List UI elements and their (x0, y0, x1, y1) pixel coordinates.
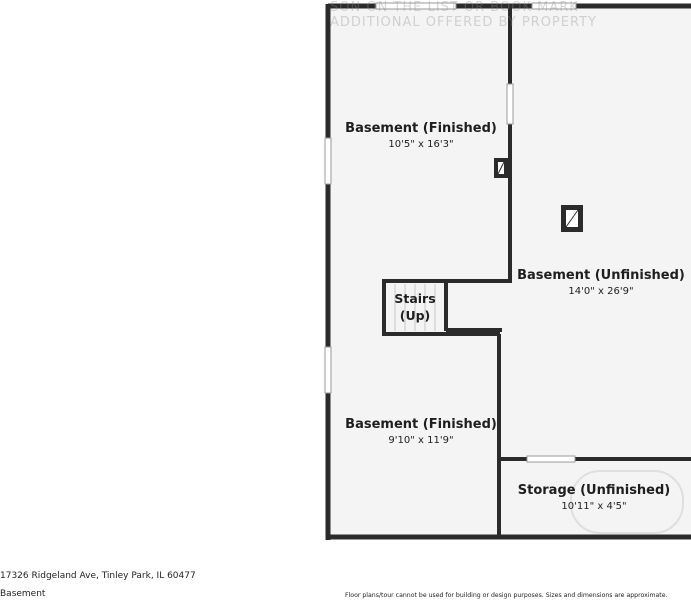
room-name: Basement (Unfinished) (517, 268, 685, 283)
room-name: Basement (Finished) (345, 121, 497, 136)
room-dimensions: 10'5" x 16'3" (388, 139, 454, 151)
room-basement-finished-lower: Basement (Finished) 9'10" x 11'9" (334, 417, 508, 448)
windows (324, 2, 577, 394)
room-basement-unfinished: Basement (Unfinished) 14'0" x 26'9" (514, 268, 688, 299)
room-basement-finished-upper: Basement (Finished) 10'5" x 16'3" (338, 121, 504, 152)
room-name: Storage (Unfinished) (517, 483, 671, 498)
support-columns (494, 158, 583, 232)
room-stairs: Stairs (Up) (386, 291, 444, 325)
room-storage-unfinished: Storage (Unfinished) 10'11" x 4'5" (506, 483, 682, 514)
watermark-line-1: SON ON THE LIST OR BOOK MARK (330, 0, 579, 15)
room-dimensions: 10'11" x 4'5" (561, 501, 627, 513)
stairs-name: Stairs (394, 291, 436, 306)
stair-treads (394, 284, 436, 331)
interior-walls (382, 6, 691, 537)
room-name: Basement (Finished) (345, 417, 497, 432)
room-dimensions: 14'0" x 26'9" (568, 286, 634, 298)
doorway (506, 83, 514, 125)
storage-doorway (526, 455, 576, 463)
floor-name: Basement (0, 589, 46, 599)
watermark-line-2: ADDITIONAL OFFERED BY PROPERTY (330, 15, 597, 30)
room-dimensions: 9'10" x 11'9" (388, 435, 454, 447)
property-address: 17326 Ridgeland Ave, Tinley Park, IL 604… (0, 571, 196, 581)
watermark: SON ON THE LIST OR BOOK MARK ADDITIONAL … (330, 0, 691, 30)
stairs-direction: (Up) (399, 307, 431, 323)
disclaimer: Floor plans/tour cannot be used for buil… (345, 592, 668, 599)
watermark-logo-icon (570, 470, 684, 534)
